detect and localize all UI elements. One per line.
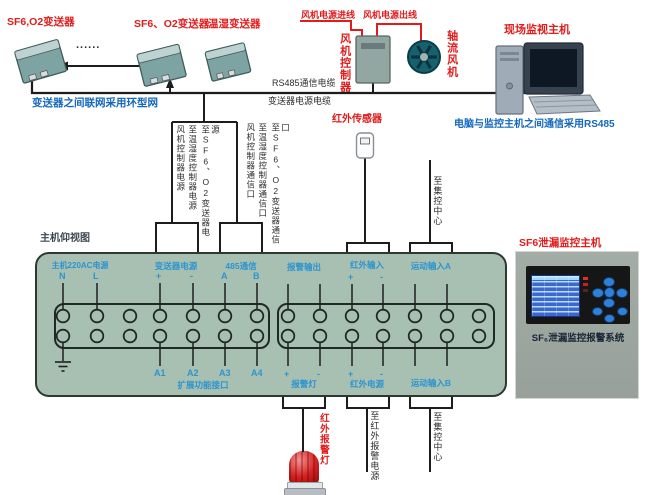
fan-power-in-label: 风机电源进线	[301, 10, 356, 20]
mainbox-title: 主机仰视图	[40, 233, 90, 244]
keypad-down-button	[603, 298, 615, 308]
wire-label-temp-humidity-power: 至温湿度控制器电源	[187, 125, 198, 211]
left-arrowhead	[57, 61, 68, 71]
wire-label-fan-controller-comm: 风机控制器通信口	[245, 123, 256, 199]
motion-input-b-label: 运动输入B	[410, 378, 452, 388]
sf6-o2-transmitter-2-device	[136, 43, 187, 87]
ir-input-plus-label: +	[348, 272, 354, 282]
ir-sensor-device	[355, 132, 375, 159]
transmitter-power-terminal-label: 变送器电源	[154, 261, 198, 271]
alarm-light-minus-label: -	[317, 369, 320, 379]
comm-terminal-bracket	[219, 222, 263, 252]
comm-485-label: 485通信	[225, 261, 257, 271]
panel-led-3	[583, 289, 588, 292]
terminal-a2-label: A2	[187, 368, 199, 378]
keypad-left-button	[592, 288, 604, 298]
ir-sensor-line	[346, 158, 390, 252]
alarm-beacon-base	[284, 488, 326, 495]
panel-lcd-screen	[531, 275, 580, 317]
transmitter-3-label: 温湿变送器	[208, 18, 261, 30]
power-plus-label: +	[156, 271, 162, 281]
terminal-b-label: B	[253, 271, 260, 281]
up-arrowhead	[166, 78, 174, 88]
site-monitor-pc-device	[495, 42, 601, 115]
fan-controller-device	[355, 35, 391, 84]
keypad-up-button	[603, 277, 615, 287]
ir-power-label: 红外电源	[349, 379, 384, 389]
power-minus-label: -	[190, 271, 193, 281]
alarm-output-label: 报警输出	[286, 262, 321, 272]
transmitter-1-label: SF6,O2变送器	[7, 16, 75, 28]
ir-alarm-beacon-label: 红外报警灯	[317, 413, 329, 466]
keypad-extra-right-button	[617, 307, 628, 316]
fan-power-out-label: 风机电源出线	[363, 10, 418, 20]
terminal-a1-label: A1	[154, 368, 166, 378]
keypad-extra-center-button	[604, 314, 615, 323]
fan-power-in-line	[300, 20, 363, 36]
ir-power-bracket	[346, 397, 390, 472]
power-terminal-bracket	[155, 222, 199, 252]
wire-label-fan-controller-power: 风机控制器电源	[175, 125, 186, 192]
terminal-a4-label: A4	[251, 368, 263, 378]
pc-comm-note: 电脑与监控主机之间通信采用RS485	[454, 119, 615, 130]
alarm-light-label: 报警灯	[291, 379, 317, 389]
ir-power-plus-label: +	[348, 369, 354, 379]
control-center-top-line	[409, 160, 453, 252]
panel-led-1	[583, 277, 588, 280]
ac-power-label: 主机220AC电源	[51, 261, 109, 270]
terminal-l-label: L	[93, 271, 99, 281]
terminal-n-label: N	[59, 271, 66, 281]
rs485-cable-label: RS485通信电缆	[272, 78, 336, 88]
ir-input-minus-label: -	[380, 272, 383, 282]
ir-input-label: 红外输入	[349, 260, 384, 270]
panel-caption: SF₆泄漏监控报警系统	[531, 333, 625, 344]
terminal-a-label: A	[221, 271, 228, 281]
to-control-center-bottom-label: 至集控中心	[432, 412, 443, 462]
ir-sensor-label: 红外传感器	[332, 114, 382, 125]
extension-port-label: 扩展功能接口	[177, 380, 229, 390]
fan-controller-label: 风机控制器	[338, 33, 351, 93]
keypad-center-button	[604, 287, 615, 298]
motion-b-bracket	[409, 397, 453, 472]
ir-power-minus-label: -	[380, 369, 383, 379]
sf6-o2-transmitter-1-device	[14, 39, 67, 84]
terminal-a3-label: A3	[219, 368, 231, 378]
temp-humidity-transmitter-device	[204, 42, 252, 82]
site-monitor-pc-label: 现场监视主机	[504, 24, 570, 36]
to-control-center-top-label: 至集控中心	[432, 176, 443, 226]
wire-label-sf6-o2-comm: 至SF6、O2变送器通信口	[270, 123, 291, 245]
alarm-beacon-dome	[289, 451, 319, 484]
transmitter-2-label: SF6、O2变送器	[134, 18, 210, 30]
wire-label-sf6-o2-power: 至SF6、O2变送器电源	[200, 125, 221, 237]
transmitter-power-cable-label: 变送器电源电缆	[268, 96, 332, 106]
ellipsis-more-transmitters: ......	[76, 39, 101, 51]
keypad-extra-left-button	[592, 307, 603, 316]
axial-fan-label: 轴流风机	[445, 30, 458, 78]
axial-fan-device	[407, 40, 441, 74]
fan-power-out-line	[376, 23, 422, 41]
ring-network-note: 变送器之间联网采用环型网	[32, 97, 158, 109]
keypad-right-button	[616, 288, 628, 298]
to-ir-alarm-power-label: 至红外报警电源	[369, 411, 380, 481]
host-terminal-box	[35, 252, 507, 397]
alarm-light-plus-label: +	[284, 369, 290, 379]
motion-input-a-label: 运动输入A	[410, 261, 452, 271]
panel-led-2	[583, 283, 588, 286]
wire-label-temp-humidity-comm: 至温湿度控制器通信口	[257, 123, 268, 218]
sf6-panel-title: SF6泄漏监控主机	[519, 237, 602, 249]
